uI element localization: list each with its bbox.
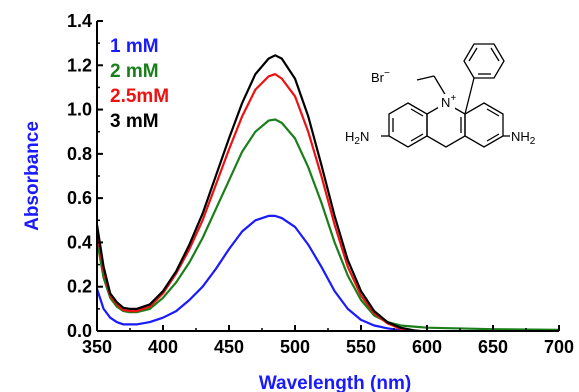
legend-entry-2: 2 mM [110,61,159,82]
ring-left-double-3 [410,133,424,142]
phenyl-double-1 [468,47,478,62]
y-tick-label: 0.4 [67,232,92,252]
nitrogen-label-bg [438,94,455,110]
series-layer [95,54,560,333]
counterion-label: Br− [371,68,390,85]
legend-entry-1: 1 mM [110,36,159,57]
x-tick-label: 600 [412,337,442,357]
ring-right [464,102,504,148]
molecule-structure [381,43,510,148]
series-line-3 [95,73,414,333]
y-tick-label: 0.2 [67,277,92,297]
y-tick-label: 1.4 [67,11,92,31]
x-tick-label: 650 [478,337,508,357]
series-line-2 [95,118,560,331]
ring-left [388,102,428,148]
nitrogen-label: N+ [441,93,456,110]
y-axis-title: Absorbance [22,121,43,231]
x-tick-label: 450 [214,337,244,357]
y-tick-label: 0.8 [67,144,92,164]
y-tick-label: 0.6 [67,188,92,208]
legend-entry-3: 2.5mM [110,86,169,107]
ethyl-bond-1 [433,75,447,97]
molecule-labels: N+ Br− H2N NH2 [345,68,536,147]
x-tick-label: 500 [280,337,310,357]
x-tick-label: 700 [544,337,574,357]
ring-left-double-1 [410,108,424,117]
phenyl-bond [464,77,475,115]
axes-layer: 350 400 450 500 550 600 650 700 0.0 0.2 0.4 0.6 0.8 1… [22,11,574,392]
phenyl-double-2 [490,47,500,62]
x-axis-title: Wavelength (nm) [259,373,411,392]
ethyl-bond-2 [416,75,435,81]
legend-entry-4: 3 mM [110,111,159,132]
x-tick-label: 350 [82,337,112,357]
legend: 1 mM 2 mM 2.5mM 3 mM [110,36,169,132]
x-tick-label: 400 [148,337,178,357]
ring-right-double-2 [486,133,500,142]
amine-left-label: H2N [345,129,369,147]
ring-phenyl [463,43,505,79]
series-line-1 [95,214,408,333]
ring-right-double-1 [486,108,500,117]
x-tick-label: 550 [346,337,376,357]
amine-right-label: NH2 [511,129,536,147]
y-tick-label: 1.0 [67,100,92,120]
series-line-4 [95,54,421,333]
y-tick-label: 1.2 [67,55,92,75]
y-tick-label: 0.0 [67,321,92,341]
